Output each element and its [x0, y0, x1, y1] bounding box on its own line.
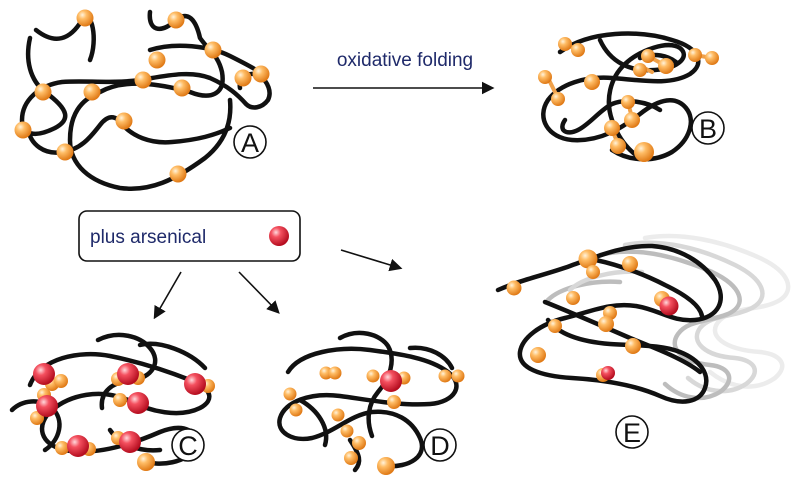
plus-arsenical-box: plus arsenical: [78, 210, 301, 262]
oxidative-folding-arrow: oxidative folding: [313, 50, 495, 95]
panel-e-chain: [495, 243, 723, 404]
panel-b-cysteines: [538, 37, 719, 162]
panel-a-label: A: [233, 125, 267, 159]
panel-a-cysteines: [14, 9, 270, 183]
panel-d-chain: [277, 330, 459, 473]
panel-c-arsenicals: [33, 363, 206, 457]
arsenical-ball-icon: [269, 226, 289, 246]
oxidative-folding-label: oxidative folding: [337, 50, 473, 71]
svg-text:B: B: [699, 114, 717, 144]
svg-text:C: C: [178, 431, 198, 461]
panel-e-cysteines: [506, 249, 670, 382]
svg-text:E: E: [623, 418, 641, 448]
branch-arrows: [153, 249, 403, 320]
plus-arsenical-label: plus arsenical: [90, 227, 206, 248]
panel-e-label: E: [615, 415, 649, 449]
panel-d-label: D: [423, 428, 457, 462]
svg-text:A: A: [241, 128, 259, 158]
panel-b-label: B: [691, 111, 725, 145]
panel-d-arsenical: [380, 370, 402, 392]
panel-e-arsenicals: [601, 296, 679, 380]
svg-text:D: D: [430, 431, 450, 461]
panel-c-label: C: [171, 428, 205, 462]
panel-a-chain: [19, 9, 272, 191]
